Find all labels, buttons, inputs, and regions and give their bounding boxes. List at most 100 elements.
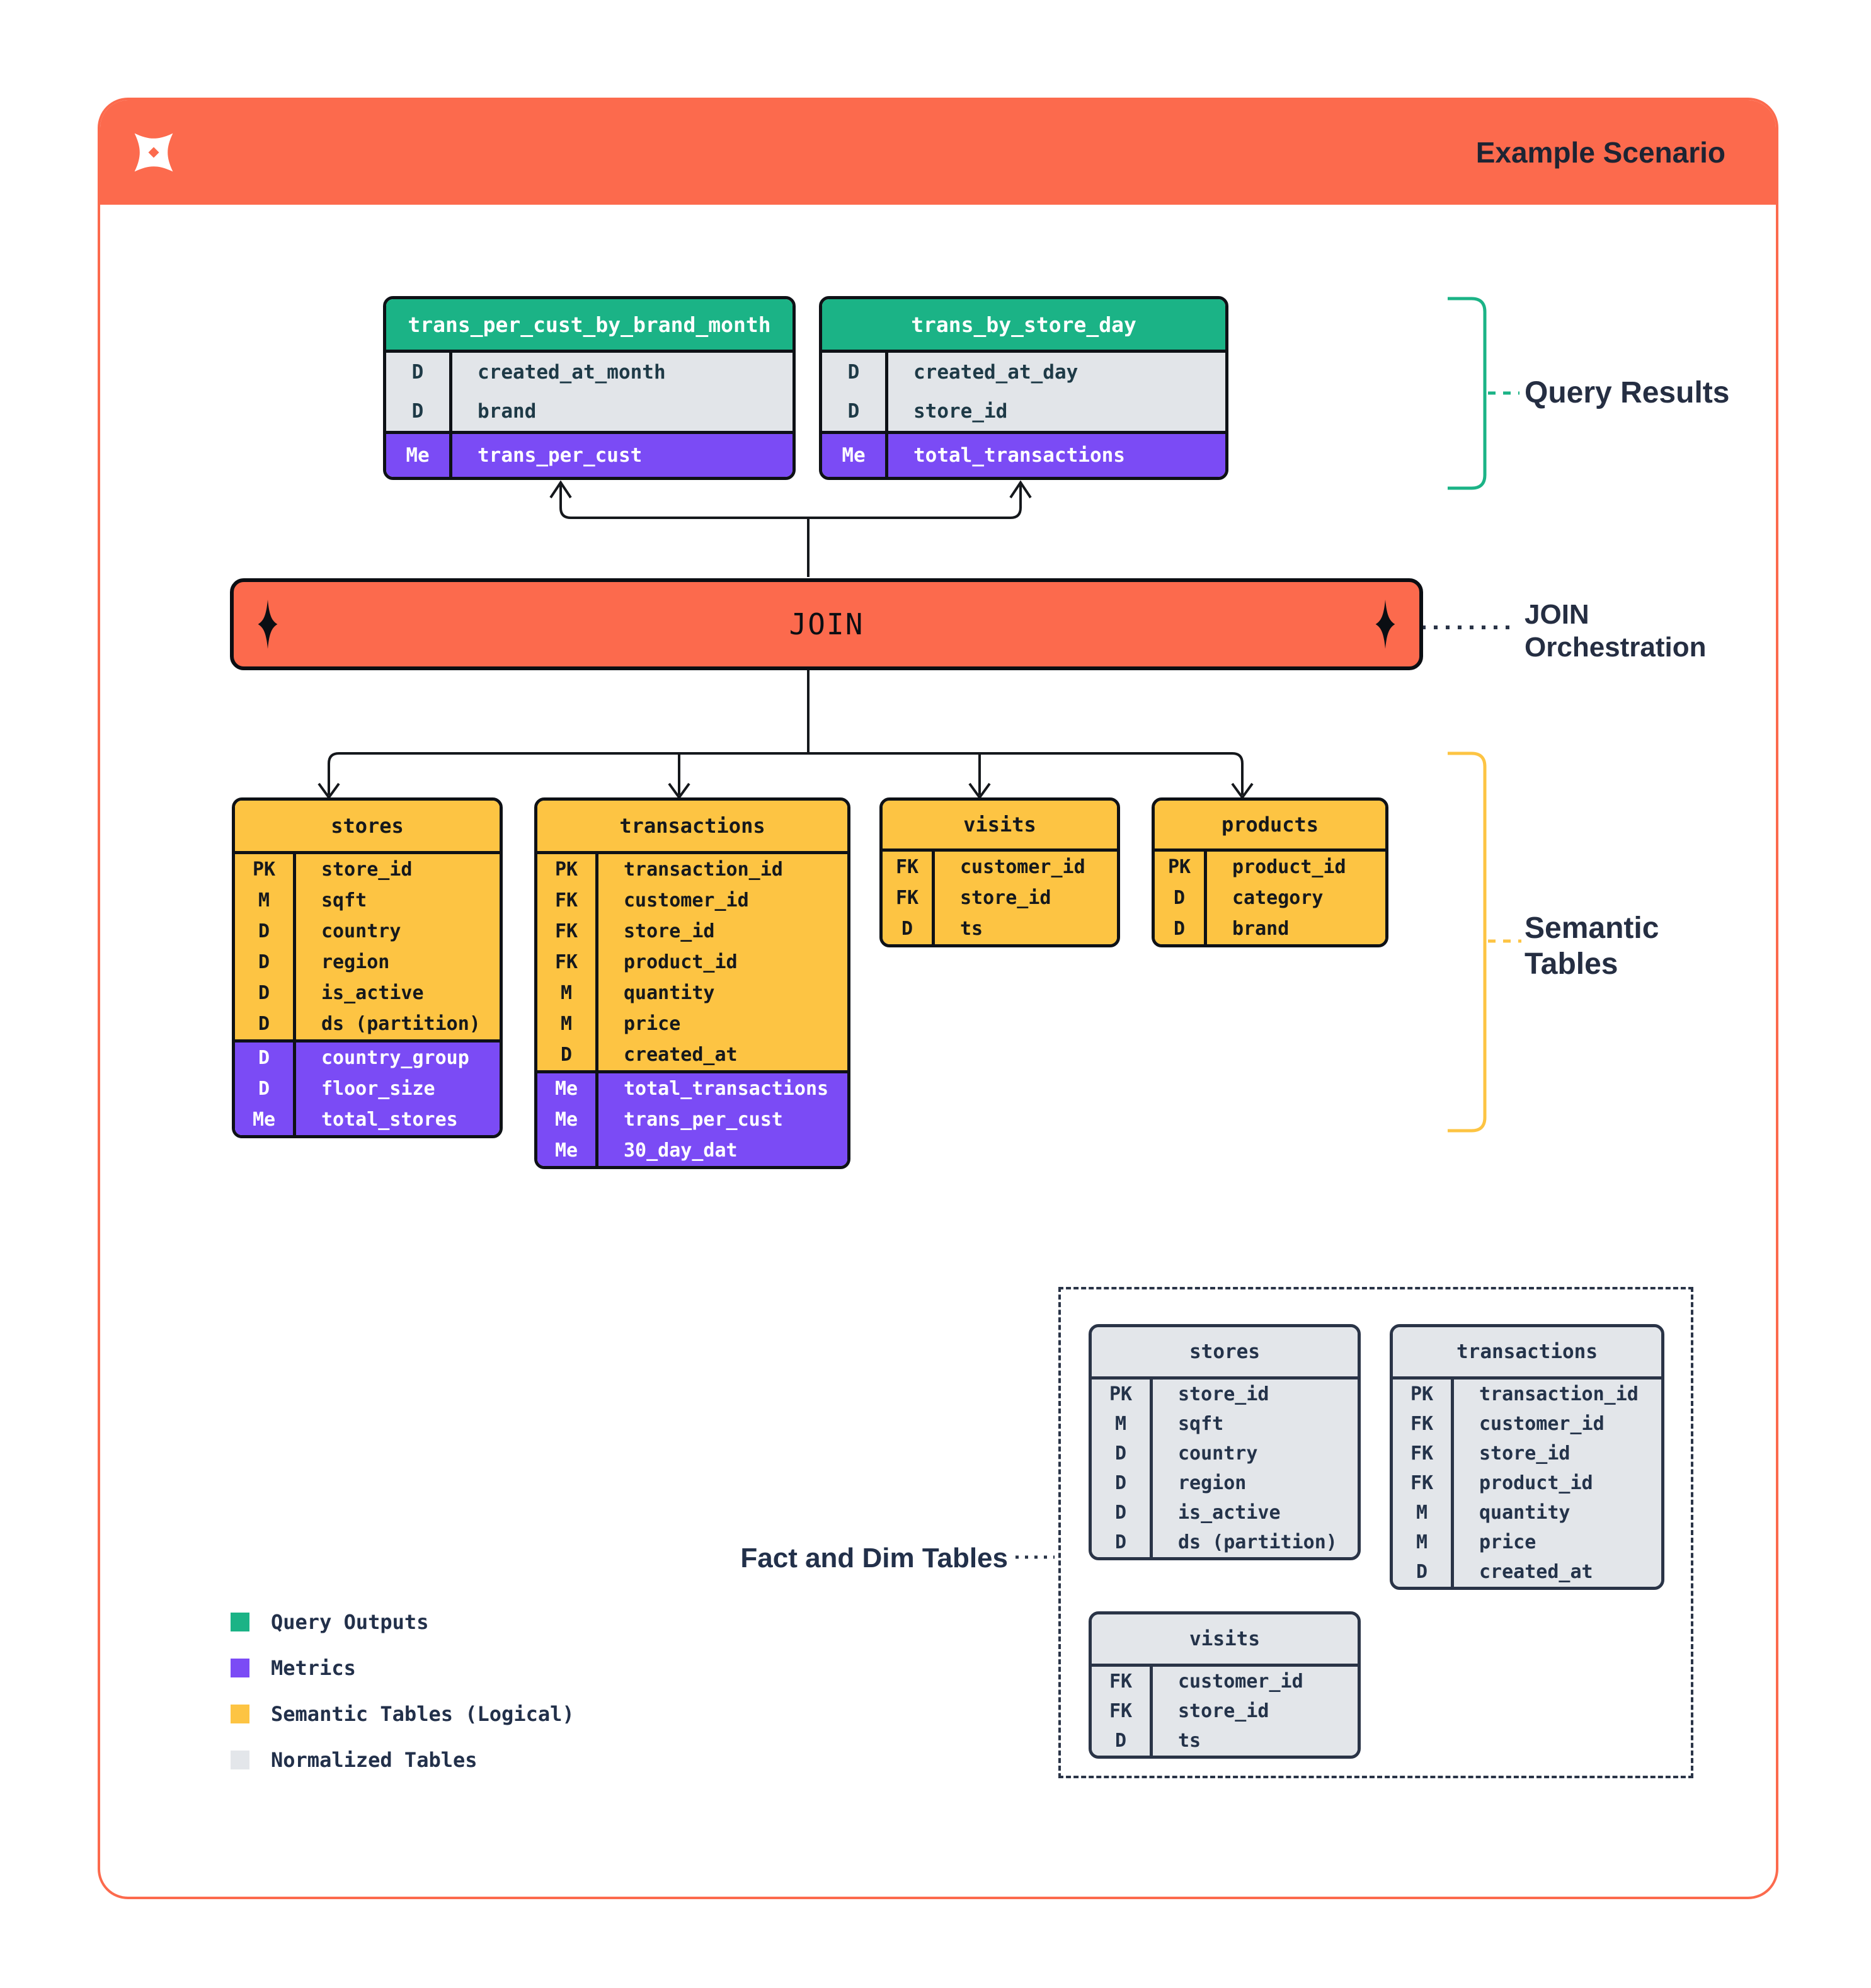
legend-swatch <box>231 1704 249 1723</box>
row-key: D <box>537 1039 598 1070</box>
row-key: PK <box>537 854 598 885</box>
semantic-tables-line2: Tables <box>1525 947 1618 981</box>
row-field: created_at <box>1479 1561 1593 1583</box>
row-field: 30_day_dat <box>624 1140 738 1162</box>
row-field: store_id <box>321 859 413 881</box>
row-field: region <box>1178 1472 1247 1494</box>
row-field: created_at <box>624 1044 738 1066</box>
row-key: FK <box>537 947 598 978</box>
legend-label: Metrics <box>271 1655 356 1680</box>
table-title: trans_per_cust_by_brand_month <box>386 299 792 350</box>
legend-label: Query Outputs <box>271 1609 429 1634</box>
row-field: trans_per_cust <box>478 444 643 467</box>
row-field: created_at_month <box>478 361 666 384</box>
fact-dim-tables-box <box>1058 1287 1693 1778</box>
row-key: Me <box>235 1104 296 1135</box>
legend-swatch <box>231 1750 249 1769</box>
table-title: transactions <box>537 801 847 851</box>
row-key: PK <box>1155 852 1207 883</box>
row-field: store_id <box>1479 1442 1571 1465</box>
row-field: product_id <box>624 951 738 973</box>
query-results-label: Query Results <box>1525 376 1730 409</box>
row-field: trans_per_cust <box>624 1109 783 1131</box>
row-key: M <box>1092 1409 1153 1439</box>
row-field: is_active <box>1178 1502 1281 1524</box>
row-key: FK <box>1092 1696 1153 1726</box>
row-field: store_id <box>913 400 1008 423</box>
legend-label: Semantic Tables (Logical) <box>271 1701 575 1726</box>
row-key: M <box>1393 1528 1454 1557</box>
table-title: stores <box>235 801 500 851</box>
row-field: ds (partition) <box>1178 1531 1337 1553</box>
row-field: quantity <box>624 982 715 1004</box>
row-field: created_at_day <box>913 361 1079 384</box>
row-key: D <box>1092 1468 1153 1498</box>
row-field: transaction_id <box>1479 1383 1639 1405</box>
row-field: transaction_id <box>624 859 783 881</box>
row-key: D <box>235 947 296 978</box>
row-key: FK <box>1393 1439 1454 1468</box>
table-row: FK product_id <box>537 947 847 978</box>
row-key: FK <box>1393 1409 1454 1439</box>
row-field: country_group <box>321 1047 469 1069</box>
brand-logo-icon <box>134 133 173 172</box>
legend-label: Normalized Tables <box>271 1747 478 1772</box>
row-key: PK <box>1393 1380 1454 1409</box>
row-field: country <box>321 920 401 942</box>
row-key: D <box>235 1073 296 1104</box>
join-bar: JOIN <box>230 578 1423 670</box>
row-field: brand <box>478 400 537 423</box>
page-title: Example Scenario <box>1475 136 1725 169</box>
row-field: customer_id <box>1178 1671 1303 1693</box>
row-key: PK <box>1092 1380 1153 1409</box>
row-field: region <box>321 951 390 973</box>
table-row: PK store_id <box>235 854 500 885</box>
table-title: stores <box>1092 1327 1358 1376</box>
join-orchestration-line1: JOIN <box>1525 599 1589 630</box>
table-title: visits <box>883 801 1117 848</box>
legend-row: Semantic Tables (Logical) <box>231 1691 575 1737</box>
row-field: store_id <box>1178 1700 1269 1722</box>
row-key: FK <box>883 883 935 913</box>
table-row: Me total_stores <box>235 1104 500 1135</box>
row-key: D <box>1155 883 1207 913</box>
row-field: store_id <box>624 920 715 942</box>
row-field: total_stores <box>321 1109 458 1131</box>
row-key: PK <box>235 854 296 885</box>
